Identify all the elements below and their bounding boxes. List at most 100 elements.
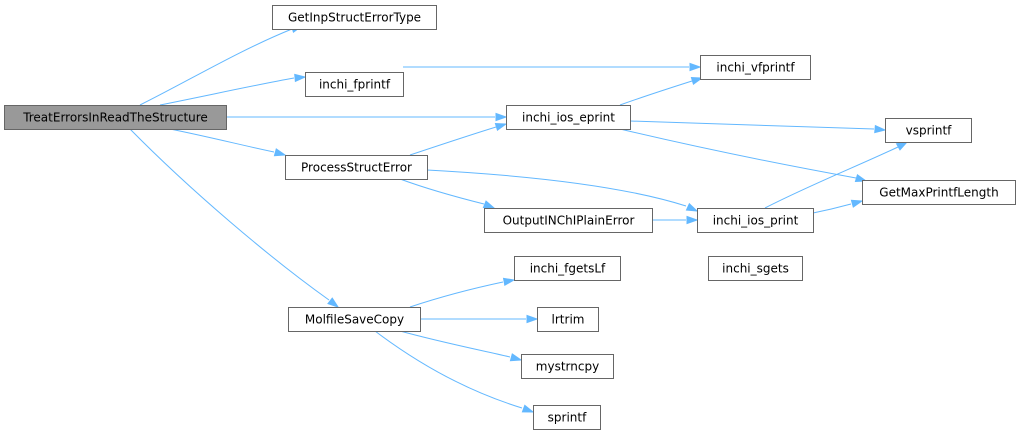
node-label: inchi_vfprintf [716,61,795,75]
edge-treat-to-ioseprint [226,112,508,122]
nodes-layer: TreatErrorsInReadTheStructure GetInpStruc… [4,5,1016,430]
edge-molfile-to-sprintf [374,330,535,413]
arrowhead-icon [689,62,702,72]
node-label: OutputINChIPlainError [503,214,635,228]
node-box [285,155,428,180]
node-box [708,256,803,281]
edge-line [619,128,857,179]
arrowhead-icon [327,297,340,308]
edges-layer [129,24,909,413]
arrowhead-icon [294,73,307,83]
node-getmax[interactable]: GetMaxPrintfLength [862,180,1016,205]
node-box [521,354,614,379]
edge-line [764,146,899,209]
edge-iosprint-to-getmax [812,199,864,214]
edge-processerr-to-outputplain [399,178,496,209]
node-lrtrim[interactable]: lrtrim [537,307,599,332]
edge-line [409,281,504,308]
arrowhead-icon [850,199,864,208]
edge-processerr-to-ioseprint [409,122,508,156]
edge-line [426,169,687,207]
node-mystrncpy[interactable]: mystrncpy [521,354,614,379]
node-box [484,208,653,233]
node-box [533,405,601,430]
node-molfile[interactable]: MolfileSaveCopy [288,307,421,332]
node-label: lrtrim [552,313,585,327]
node-vsprintf[interactable]: vsprintf [885,118,972,143]
edge-fprintf-to-vfprintf [403,62,702,72]
edge-line [139,28,293,106]
arrowhead-icon [273,148,287,157]
node-sgets[interactable]: inchi_sgets [708,256,803,281]
edge-treat-to-fprintf [159,73,307,106]
node-label: vsprintf [906,124,953,138]
edge-line [159,77,295,106]
edge-treat-to-molfile [129,128,340,308]
edge-outputplain-to-iosprint [652,215,699,225]
node-sprintf[interactable]: sprintf [533,405,601,430]
edge-line [169,128,275,153]
arrowhead-icon [494,122,508,132]
arrowhead-icon [509,353,523,362]
node-iosprint[interactable]: inchi_ios_print [697,208,814,233]
edge-molfile-to-lrtrim [420,314,539,324]
node-box [514,256,621,281]
arrowhead-icon [685,202,699,212]
node-box [272,5,437,30]
arrowhead-icon [686,215,699,225]
node-label: GetMaxPrintfLength [879,186,998,200]
node-box [288,307,421,332]
node-box [537,307,599,332]
edge-line [399,178,485,205]
node-box [700,55,811,80]
node-fprintf[interactable]: inchi_fprintf [305,72,404,97]
node-label: mystrncpy [536,360,599,374]
edge-treat-to-getinp [139,24,304,106]
node-ioseprint[interactable]: inchi_ios_eprint [506,105,631,130]
edge-line [374,330,523,409]
node-label: TreatErrorsInReadTheStructure [22,111,208,125]
edge-line [409,126,497,156]
node-processerr[interactable]: ProcessStructError [285,155,428,180]
edge-ioseprint-to-vfprintf [619,76,704,106]
node-label: GetInpStructErrorType [288,11,421,25]
arrowhead-icon [521,404,535,413]
node-box [506,105,631,130]
node-label: inchi_fprintf [319,78,391,92]
node-fgetslf[interactable]: inchi_fgetsLf [514,256,621,281]
node-box [862,180,1016,205]
node-label: MolfileSaveCopy [305,313,404,327]
edge-line [629,120,875,130]
arrowhead-icon [874,124,887,134]
edge-treat-to-processerr [169,128,287,157]
arrowhead-icon [502,277,516,287]
node-label: inchi_sgets [722,262,789,276]
edge-processerr-to-iosprint [426,169,699,212]
node-label: ProcessStructError [301,161,412,175]
arrowhead-icon [495,112,508,122]
node-label: sprintf [548,411,587,425]
edge-molfile-to-fgetslf [409,277,516,308]
node-getinp[interactable]: GetInpStructErrorType [272,5,437,30]
edge-line [399,330,511,358]
arrowhead-icon [526,314,539,324]
node-treat[interactable]: TreatErrorsInReadTheStructure [4,105,227,130]
arrowhead-icon [895,141,909,151]
edge-ioseprint-to-vsprintf [629,120,887,134]
node-label: inchi_fgetsLf [530,262,606,276]
edge-line [812,203,852,214]
arrowhead-icon [690,76,704,86]
arrowhead-icon [482,200,496,209]
arrowhead-icon [854,173,868,183]
node-vfprintf[interactable]: inchi_vfprintf [700,55,811,80]
node-box [305,72,404,97]
edge-molfile-to-mystrncpy [399,330,523,362]
node-outputplain[interactable]: OutputINChIPlainError [484,208,653,233]
node-box [697,208,814,233]
node-label: inchi_ios_eprint [522,111,615,125]
edge-iosprint-to-vsprintf [764,141,909,209]
node-box [4,105,227,130]
node-box [885,118,972,143]
node-label: inchi_ios_print [713,214,799,228]
